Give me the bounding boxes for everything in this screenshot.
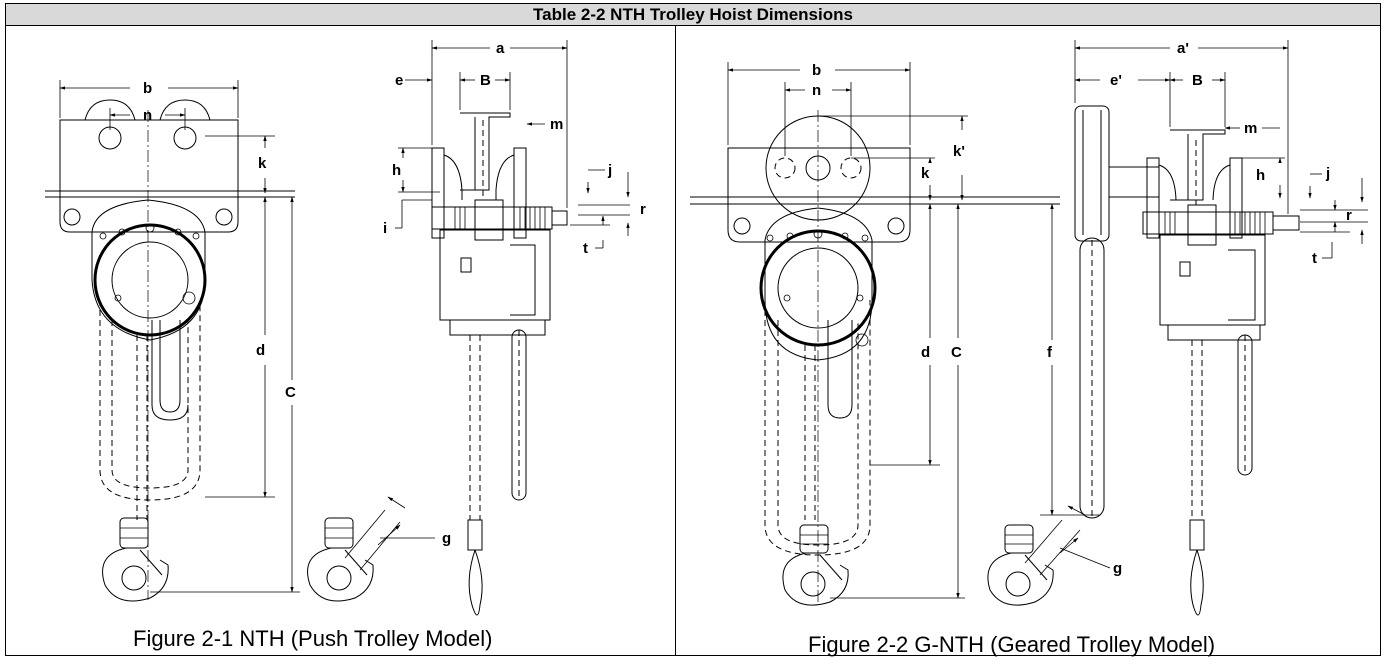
dim-label-t: t [583, 240, 588, 257]
table-title: Table 2-2 NTH Trolley Hoist Dimensions [5, 3, 1381, 26]
dim-label-b: b [143, 80, 152, 97]
figure-2-2-caption: Figure 2-2 G-NTH (Geared Trolley Model) [808, 632, 1216, 657]
fig2-hook-detail [987, 203, 1111, 606]
dim-label-f: f [1047, 344, 1053, 361]
dim-label-r: r [1346, 207, 1352, 224]
dim-label-h: h [392, 162, 401, 179]
fig2-front-view [690, 62, 1060, 606]
dim-label-C: C [285, 384, 296, 401]
dim-label-e: e [395, 72, 403, 89]
dim-label-n: n [812, 82, 821, 99]
figure-divider [675, 25, 676, 656]
dim-label-g: g [1113, 560, 1122, 577]
dim-label-g: g [442, 530, 451, 547]
fig1-dimension-labels: b n k d C a e B m h j r i t g [143, 40, 646, 547]
dim-label-C: C [951, 344, 962, 361]
dim-label-a-prime: a' [1177, 40, 1189, 57]
figure-2-1-caption: Figure 2-1 NTH (Push Trolley Model) [133, 626, 493, 651]
dim-label-m: m [550, 116, 563, 133]
dim-label-B: B [1192, 72, 1203, 89]
fig1-front-view [45, 80, 300, 602]
dim-label-h: h [1256, 167, 1265, 184]
dim-label-k-prime: k' [953, 143, 965, 160]
dim-label-a: a [496, 40, 505, 57]
fig1-side-view [395, 40, 630, 616]
dim-label-j: j [1325, 165, 1330, 182]
dim-label-i: i [383, 220, 387, 237]
dim-label-m: m [1244, 120, 1257, 137]
dim-label-r: r [640, 201, 646, 218]
dim-label-k: k [258, 155, 267, 172]
dim-label-B: B [480, 72, 491, 89]
dim-label-e-prime: e' [1110, 72, 1122, 89]
fig2-dimension-labels: b n k k' d C f a' e' B m h j r t g [812, 40, 1352, 577]
dim-label-j: j [607, 162, 612, 179]
dim-label-d: d [256, 342, 265, 359]
dim-label-b: b [812, 62, 821, 79]
dim-label-t: t [1312, 250, 1317, 267]
dim-label-d: d [921, 344, 930, 361]
fig2-side-view [1074, 40, 1368, 616]
dim-label-n: n [143, 107, 152, 124]
fig1-hook-detail [307, 496, 435, 602]
dim-label-k: k [921, 165, 930, 182]
